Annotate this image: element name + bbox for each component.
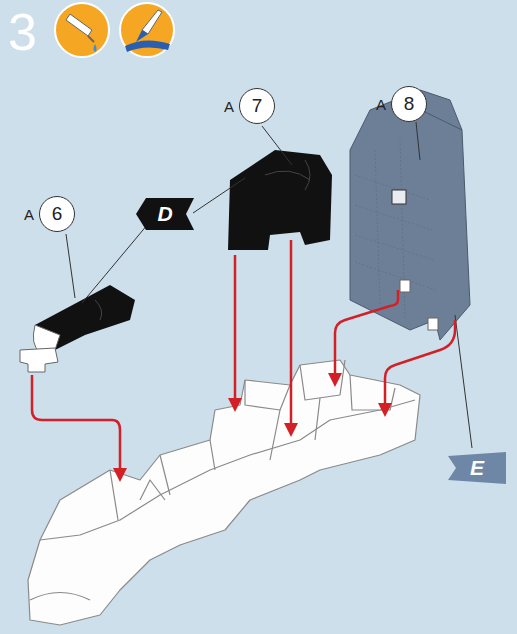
step-number: 3 [8, 6, 37, 58]
assembly-arrows [32, 240, 455, 470]
callout-number: 6 [39, 196, 75, 232]
glue-icon [55, 3, 109, 57]
color-code: D [157, 202, 172, 226]
sprue-letter: A [376, 96, 386, 113]
color-code: E [470, 456, 484, 480]
leader-lines [66, 122, 472, 448]
cockpit-tub [28, 360, 420, 625]
flag-fill [136, 198, 194, 230]
part-a6 [20, 285, 135, 372]
flag-fill [448, 452, 506, 484]
sprue-letter: A [224, 98, 234, 115]
color-flag: D [136, 198, 194, 230]
callout-number: 7 [239, 88, 275, 124]
callout-number: 8 [391, 86, 427, 122]
sprue-letter: A [24, 206, 34, 223]
arrowheads [113, 373, 392, 482]
part-callout: A6 [24, 196, 75, 232]
paint-icon [120, 3, 174, 57]
part-a7 [228, 150, 332, 250]
part-callout: A8 [376, 86, 427, 122]
part-a8 [350, 90, 470, 340]
part-callout: A7 [224, 88, 275, 124]
color-flag: E [448, 452, 506, 484]
